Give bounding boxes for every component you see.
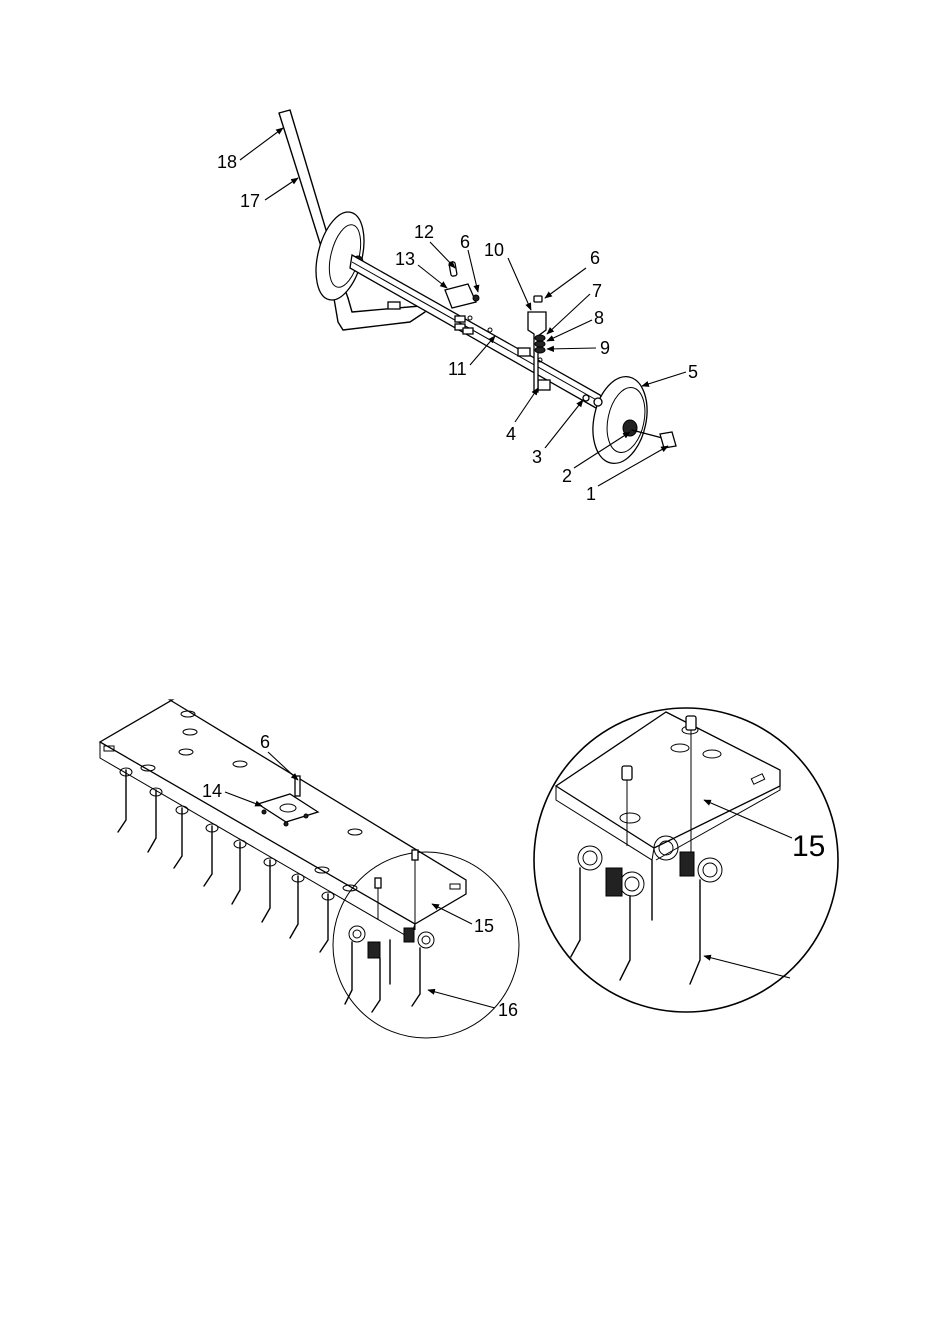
tine-frame-assembly: [100, 700, 519, 1038]
label-14: 14: [202, 781, 222, 801]
right-wheel: [583, 372, 676, 469]
label-17: 17: [240, 191, 260, 211]
label-10: 10: [484, 240, 504, 260]
label-8: 8: [594, 308, 604, 328]
left-wheel: [308, 207, 372, 305]
label-6-bottom: 6: [260, 732, 270, 752]
label-3: 3: [532, 447, 542, 467]
label-9: 9: [600, 338, 610, 358]
label-16: 16: [498, 1000, 518, 1020]
label-6: 6: [460, 232, 470, 252]
label-11: 11: [448, 359, 467, 379]
label-18: 18: [217, 152, 237, 172]
label-7: 7: [592, 281, 602, 301]
label-12: 12: [414, 222, 434, 242]
label-15-enlarged: 15: [792, 830, 825, 863]
label-1: 1: [586, 484, 596, 504]
hardware-left: [388, 302, 550, 390]
label-13: 13: [395, 249, 415, 269]
enlarged-detail: 15: [534, 708, 838, 1012]
label-2: 2: [562, 466, 572, 486]
label-6: 6: [590, 248, 600, 268]
label-15: 15: [474, 916, 494, 936]
label-5: 5: [688, 362, 698, 382]
bracket-13: [445, 284, 476, 308]
label-4: 4: [506, 424, 516, 444]
